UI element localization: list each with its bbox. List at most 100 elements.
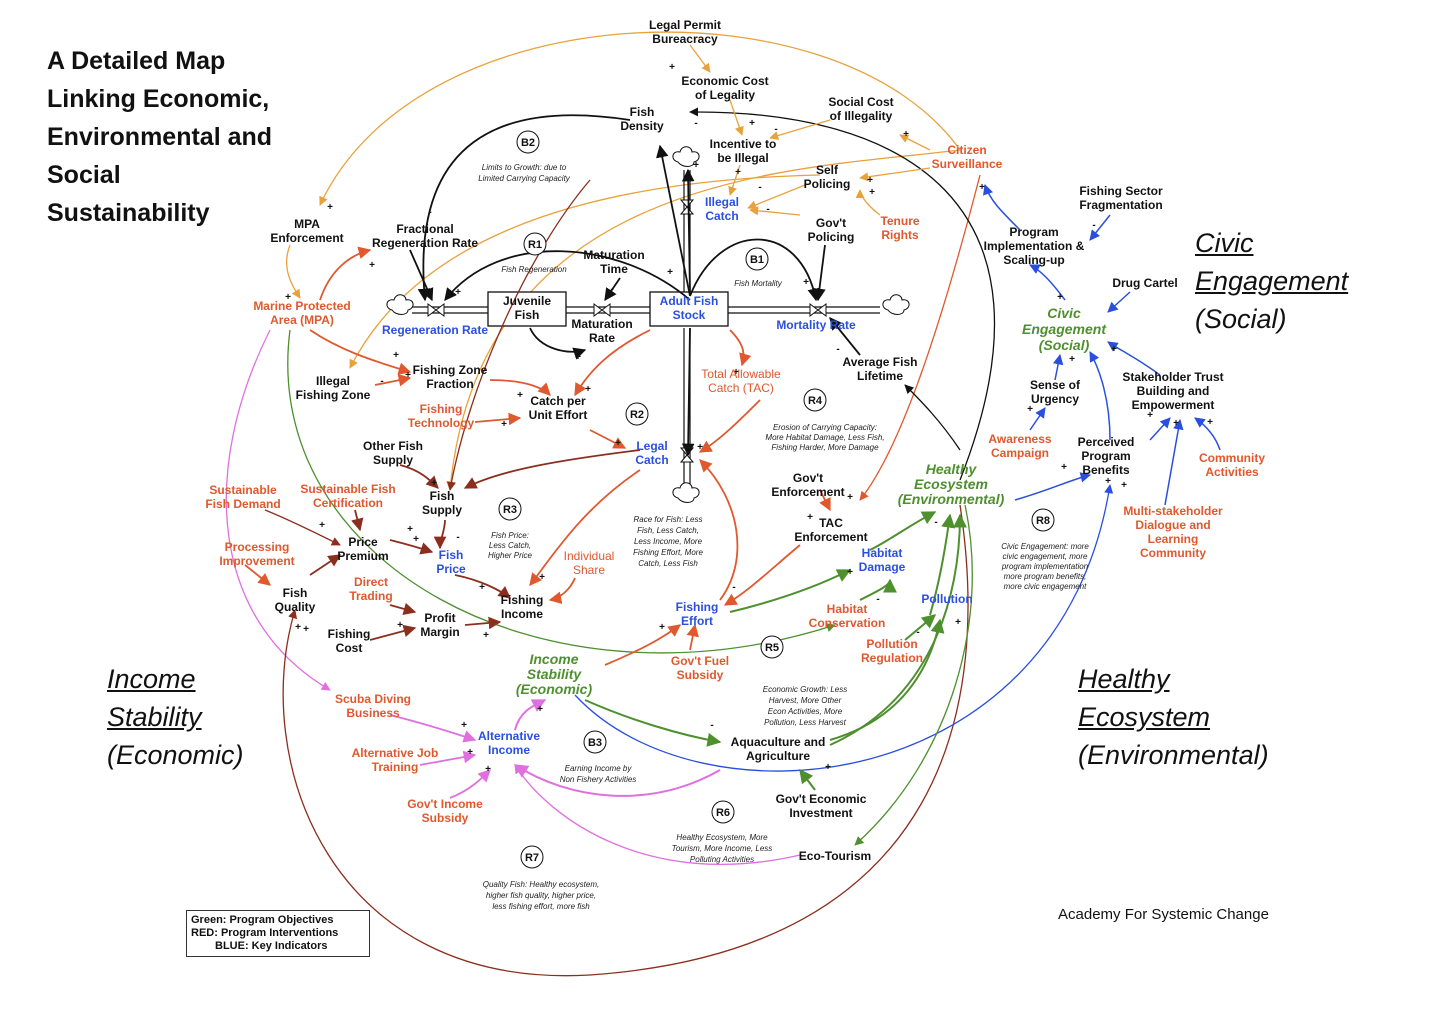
quadrant-line: Ecosystem bbox=[1078, 702, 1211, 732]
loop-label: B2 bbox=[521, 137, 535, 149]
link-demand-to-premium bbox=[264, 509, 341, 546]
loop-note: less fishing effort, more fish bbox=[492, 902, 590, 911]
loop-b1: B1 Fish Mortality bbox=[734, 247, 783, 288]
loop-note: Pollution, Less Harvest bbox=[764, 718, 847, 727]
link-awareness-to-urgency bbox=[1029, 407, 1046, 431]
svg-text:+: + bbox=[1207, 417, 1213, 428]
loop-label: R5 bbox=[765, 642, 779, 654]
loop-label: B1 bbox=[750, 254, 764, 266]
link-quality-to-premium bbox=[309, 554, 342, 576]
loop-note: Fish, Less Catch, bbox=[637, 526, 699, 535]
svg-text:+: + bbox=[669, 62, 675, 73]
svg-text:+: + bbox=[825, 762, 831, 773]
loop-note: Civic Engagement: more bbox=[1001, 542, 1089, 551]
svg-text:+: + bbox=[455, 287, 461, 298]
loop-r4: R4 Erosion of Carrying Capacity: More Ha… bbox=[765, 388, 885, 452]
link-adult-to-mortality bbox=[689, 238, 820, 302]
polarity-signs: +- +- ++ ++ -- ++ -+ -- ++ ++ ++ -+ ++ +… bbox=[285, 62, 1213, 775]
var-pollution: Pollution bbox=[921, 592, 972, 606]
svg-text:+: + bbox=[393, 350, 399, 361]
link-regulation-to-pollution bbox=[904, 614, 937, 641]
link-self-policing-to-illegal-zone bbox=[349, 174, 821, 369]
svg-text:-: - bbox=[732, 582, 735, 593]
legend-blue: BLUE: Key Indicators bbox=[215, 940, 328, 952]
var-drug-cartel: Drug Cartel bbox=[1112, 276, 1177, 290]
loop-r1: R1 Fish Regeneration bbox=[501, 232, 567, 274]
svg-text:+: + bbox=[1061, 462, 1067, 473]
loop-r7: R7 Quality Fish: Healthy ecosystem, high… bbox=[483, 845, 599, 911]
loop-r2: R2 bbox=[625, 402, 649, 426]
loop-note: higher fish quality, higher price, bbox=[486, 891, 596, 900]
link-eco-to-fish-density bbox=[689, 107, 996, 481]
link-damage-to-eco bbox=[869, 511, 937, 551]
link-other-to-supply bbox=[399, 464, 439, 489]
quadrant-ecosystem: Healthy Ecosystem (Environmental) bbox=[1078, 660, 1269, 774]
loop-note: Fishing Harder, More Damage bbox=[771, 443, 879, 452]
link-subsidy-to-alt bbox=[449, 769, 491, 799]
svg-text:+: + bbox=[517, 390, 523, 401]
legend-green: Green: Program Objectives bbox=[191, 914, 334, 926]
link-cert-to-premium bbox=[351, 509, 364, 532]
link-group-green bbox=[584, 511, 967, 791]
loop-label: R3 bbox=[503, 504, 517, 516]
credit-text: Academy For Systemic Change bbox=[1058, 906, 1269, 923]
svg-text:+: + bbox=[319, 520, 325, 531]
loop-label: R4 bbox=[808, 395, 823, 407]
svg-text:+: + bbox=[979, 182, 985, 193]
link-processing-to-quality bbox=[244, 564, 271, 586]
svg-text:-: - bbox=[916, 627, 919, 638]
svg-text:-: - bbox=[456, 532, 459, 543]
svg-text:+: + bbox=[413, 534, 419, 545]
svg-text:-: - bbox=[876, 594, 879, 605]
svg-text:+: + bbox=[1111, 344, 1117, 355]
svg-text:-: - bbox=[836, 344, 839, 355]
link-supply-to-price bbox=[433, 519, 447, 550]
page-title: A Detailed Map Linking Economic, Environ… bbox=[47, 42, 377, 232]
loop-r5: R5 Economic Growth: Less Harvest, More O… bbox=[760, 635, 847, 727]
link-eco-tourism-to-alt-income bbox=[514, 764, 801, 865]
link-benefits-to-trust bbox=[1149, 417, 1171, 441]
loop-note: Econ Activities, More bbox=[768, 707, 843, 716]
svg-text:+: + bbox=[749, 118, 755, 129]
link-tac-to-legal-valve bbox=[698, 399, 761, 453]
link-legal-to-income bbox=[529, 469, 641, 586]
title-line: Environmental and bbox=[47, 123, 273, 151]
link-pollution-to-eco bbox=[929, 513, 956, 616]
link-benefits-to-civic bbox=[1089, 351, 1111, 441]
link-govecon-to-aquaculture bbox=[799, 768, 816, 791]
loop-note: Quality Fish: Healthy ecosystem, bbox=[483, 880, 599, 889]
link-group-brown bbox=[264, 179, 641, 641]
link-group-red bbox=[244, 246, 831, 666]
link-enf-to-tac-enf bbox=[819, 489, 831, 512]
link-eco-to-eco-tourism bbox=[854, 504, 973, 846]
loop-note: Fish Regeneration bbox=[501, 265, 567, 274]
link-density-to-frac-regen bbox=[417, 114, 631, 302]
svg-text:+: + bbox=[667, 267, 673, 278]
link-illegal-zone-to-fraction bbox=[374, 374, 412, 387]
loop-note: Fish Price: bbox=[491, 531, 529, 540]
loop-r3: R3 Fish Price: Less Catch, Higher Price bbox=[488, 497, 533, 560]
link-citizen-to-self bbox=[859, 167, 931, 182]
svg-text:-: - bbox=[1092, 220, 1095, 231]
loop-note: Healthy Ecosystem, More bbox=[676, 833, 768, 842]
legend-red: RED: Program Interventions bbox=[191, 927, 339, 939]
